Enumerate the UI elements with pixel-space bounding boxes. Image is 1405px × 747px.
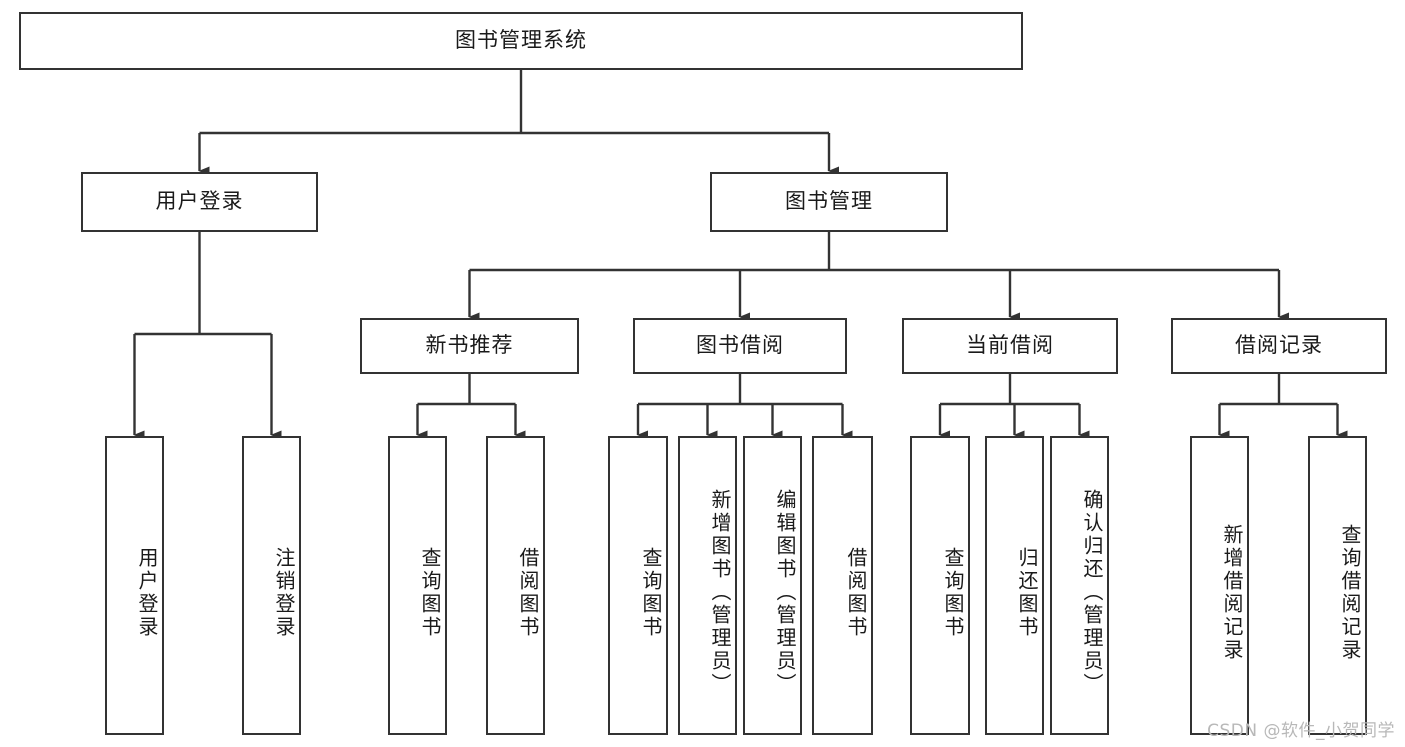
node-leaf-add-book[interactable]: 新增图书（管理员） — [678, 436, 737, 735]
node-label: 查询图书 — [639, 546, 663, 639]
node-leaf-query-record[interactable]: 查询借阅记录 — [1308, 436, 1367, 735]
node-leaf-logout[interactable]: 注销登录 — [242, 436, 301, 735]
node-user-login[interactable]: 用户登录 — [81, 172, 318, 232]
node-new-book-rec[interactable]: 新书推荐 — [360, 318, 579, 374]
node-leaf-query-book-c[interactable]: 查询图书 — [910, 436, 970, 735]
node-leaf-confirm-return[interactable]: 确认归还（管理员） — [1050, 436, 1109, 735]
node-leaf-query-book-b[interactable]: 查询图书 — [608, 436, 668, 735]
node-label: 图书管理系统 — [455, 28, 587, 53]
node-current-borrow[interactable]: 当前借阅 — [902, 318, 1118, 374]
node-leaf-query-book-a[interactable]: 查询图书 — [388, 436, 447, 735]
csdn-watermark: CSDN @软件_小贺同学 — [1207, 721, 1395, 741]
node-borrow-record[interactable]: 借阅记录 — [1171, 318, 1387, 374]
node-label: 查询图书 — [418, 546, 442, 639]
node-label: 查询借阅记录 — [1338, 523, 1362, 662]
node-label: 注销登录 — [272, 546, 296, 639]
node-label: 编辑图书（管理员） — [773, 489, 797, 696]
node-label: 新增借阅记录 — [1220, 523, 1244, 662]
node-label: 当前借阅 — [966, 333, 1054, 358]
node-label: 借阅图书 — [844, 546, 868, 639]
node-label: 查询图书 — [941, 546, 965, 639]
node-label: 归还图书 — [1015, 546, 1039, 639]
node-label: 确认归还（管理员） — [1080, 489, 1104, 696]
node-leaf-return-book[interactable]: 归还图书 — [985, 436, 1044, 735]
node-label: 新书推荐 — [425, 333, 514, 358]
node-label: 图书借阅 — [696, 333, 784, 358]
node-label: 借阅图书 — [516, 546, 540, 639]
node-label: 图书管理 — [785, 189, 873, 214]
node-leaf-user-login[interactable]: 用户登录 — [105, 436, 164, 735]
node-leaf-borrow-book-b[interactable]: 借阅图书 — [812, 436, 873, 735]
node-leaf-edit-book[interactable]: 编辑图书（管理员） — [743, 436, 802, 735]
node-leaf-borrow-book-a[interactable]: 借阅图书 — [486, 436, 545, 735]
node-book-borrow[interactable]: 图书借阅 — [633, 318, 847, 374]
node-label: 用户登录 — [135, 546, 159, 639]
node-book-manage[interactable]: 图书管理 — [710, 172, 948, 232]
connector-lines — [133, 70, 1348, 440]
node-label: 新增图书（管理员） — [708, 489, 732, 696]
node-leaf-add-record[interactable]: 新增借阅记录 — [1190, 436, 1249, 735]
node-label: 借阅记录 — [1235, 333, 1323, 358]
node-label: 用户登录 — [155, 189, 244, 214]
node-root[interactable]: 图书管理系统 — [19, 12, 1023, 70]
